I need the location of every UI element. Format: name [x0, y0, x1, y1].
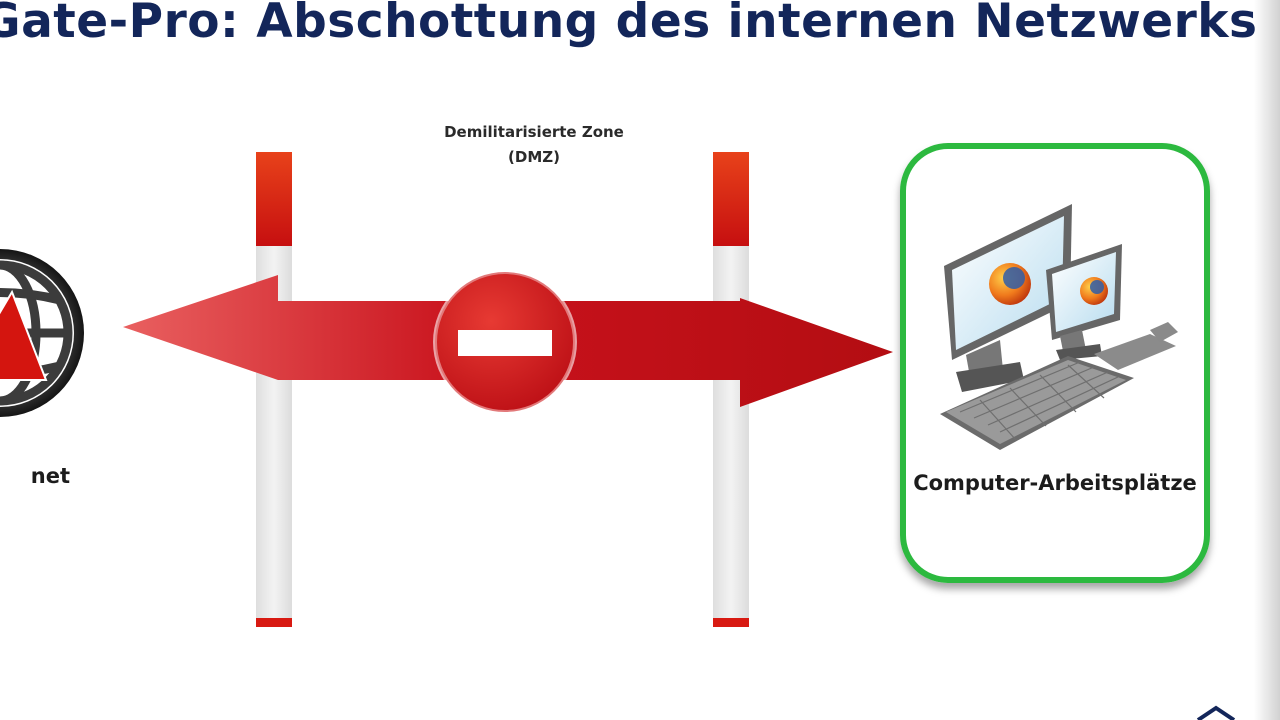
workstations-box: Computer-Arbeitsplätze — [900, 143, 1210, 583]
no-entry-icon — [433, 270, 577, 414]
workstations-label: Computer-Arbeitsplätze — [913, 471, 1197, 495]
dmz-label: Demilitarisierte Zone (DMZ) — [424, 120, 644, 170]
dmz-label-line2: (DMZ) — [508, 148, 560, 166]
internet-label: net — [30, 464, 70, 488]
slide-title: Gate-Pro: Abschottung des internen Netzw… — [0, 0, 1258, 49]
edge-shadow — [1254, 0, 1280, 720]
desktop-computers-icon — [940, 204, 1178, 450]
corner-logo-icon — [1196, 705, 1236, 720]
firewall-left — [256, 152, 292, 627]
dmz-label-line1: Demilitarisierte Zone — [444, 123, 624, 141]
warning-triangle-icon — [0, 289, 48, 381]
